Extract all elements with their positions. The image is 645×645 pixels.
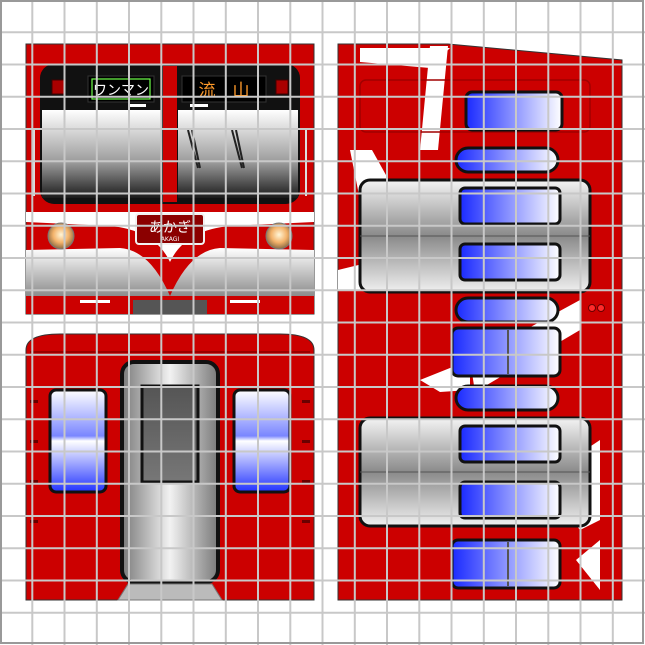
side-window <box>454 384 560 412</box>
side-window <box>458 186 562 226</box>
marker-dot <box>597 304 605 312</box>
destination-sign-left-text: ワンマン <box>93 83 149 99</box>
front-bumper <box>26 248 314 296</box>
marker-light-left <box>51 79 65 95</box>
destination-sign-left: ワンマン <box>87 75 155 103</box>
side-window <box>458 480 562 520</box>
side-window <box>454 296 560 324</box>
front-panel: ワンマン 流 山 あかぎ AK <box>25 43 315 315</box>
destination-sign-right-text: 流 山 <box>199 81 250 101</box>
side-split-window <box>450 326 562 378</box>
rear-door-window <box>140 384 200 484</box>
nameplate: あかぎ AKAGI <box>135 213 205 245</box>
marker-light-right <box>275 79 289 95</box>
marker-dot <box>588 304 596 312</box>
coupler <box>133 300 207 314</box>
nameplate-main-text: あかぎ <box>149 220 191 236</box>
side-window <box>454 146 560 174</box>
side-window <box>458 242 562 282</box>
headlamp-left <box>47 222 75 250</box>
front-window-left <box>42 110 162 198</box>
side-window <box>458 424 562 464</box>
destination-sign-right: 流 山 <box>181 75 267 103</box>
rear-panel <box>25 333 315 601</box>
nameplate-sub-text: AKAGI <box>161 236 180 243</box>
rear-window-right <box>232 388 292 494</box>
headlamp-right <box>265 222 293 250</box>
